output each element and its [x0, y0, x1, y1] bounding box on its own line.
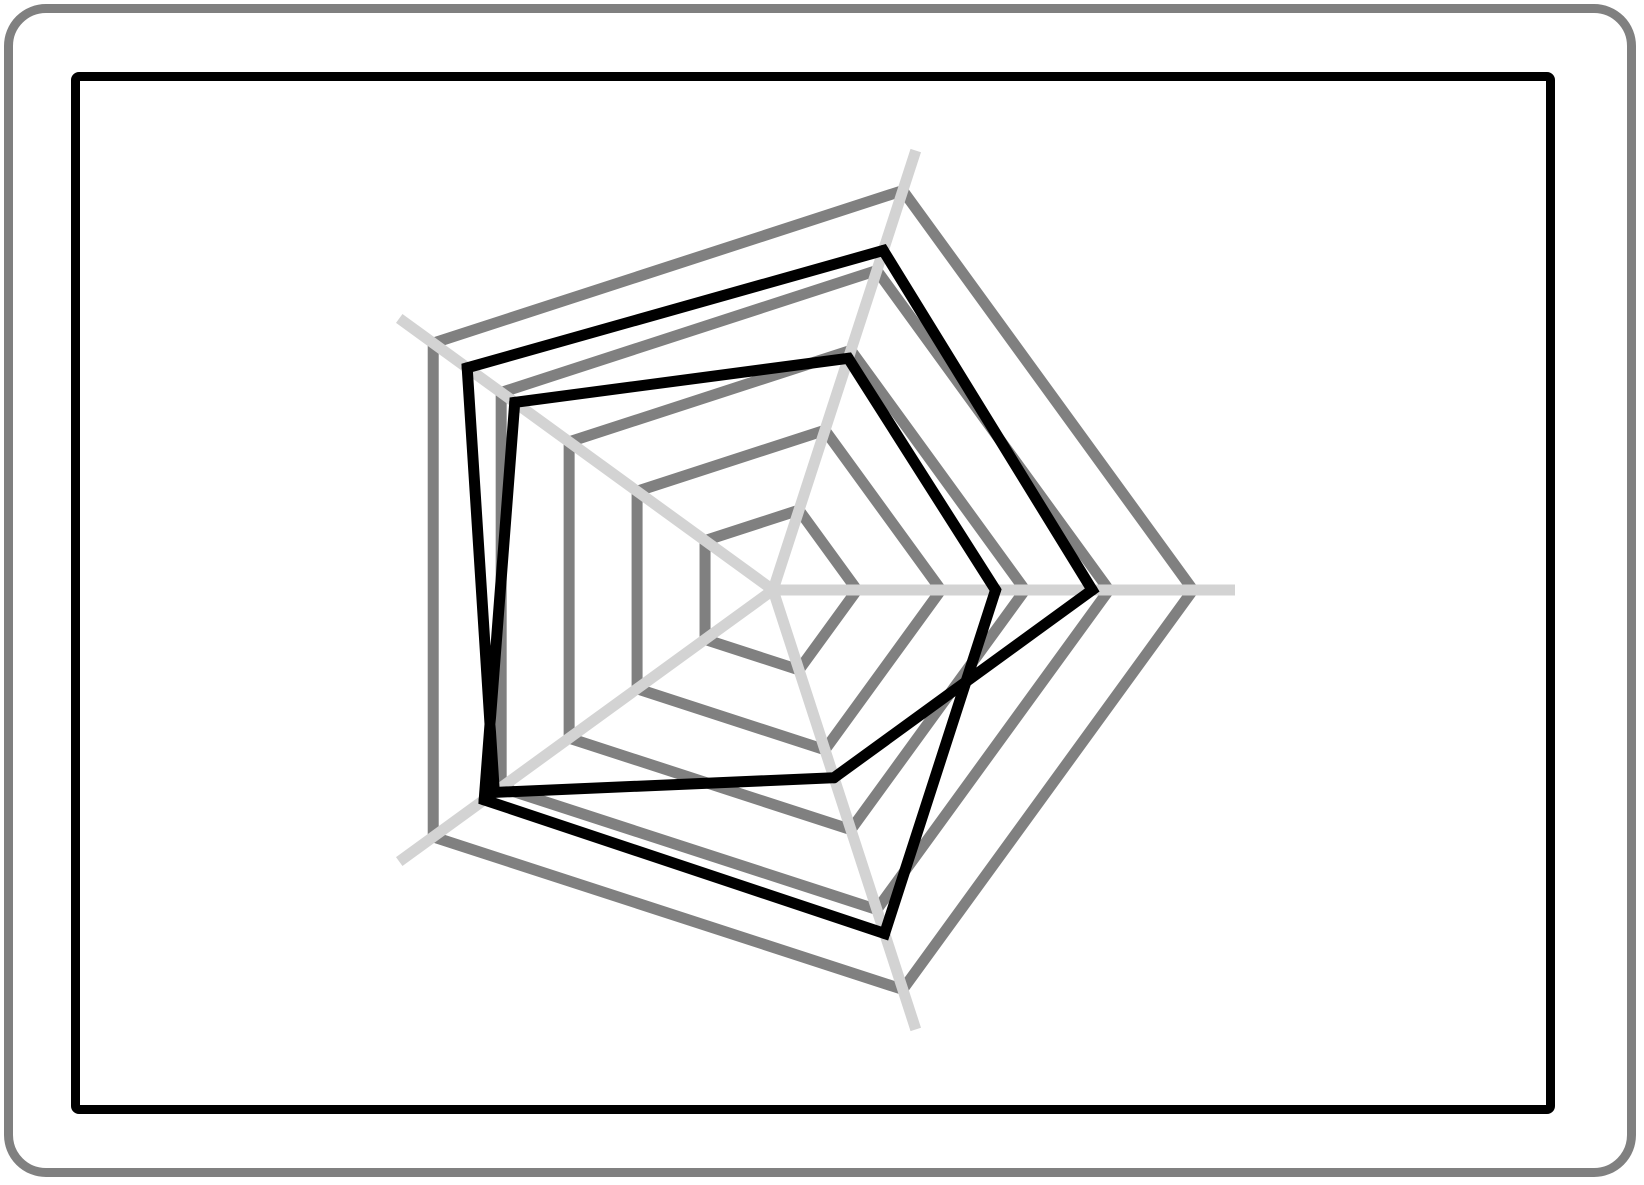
- series-1-line: [461, 244, 1100, 799]
- grid-ring-2: [631, 424, 947, 756]
- series-2-point-3: [509, 396, 521, 408]
- axis-spoke-5: [767, 588, 921, 1032]
- axis-spoke-2: [767, 148, 921, 592]
- grid-ring-3: [563, 344, 1031, 836]
- grid-ring-1: [699, 504, 863, 676]
- series-1-point-5: [828, 772, 840, 784]
- series-1-point-2: [877, 244, 889, 256]
- axes-layer: [396, 148, 1235, 1032]
- series-1-point-3: [461, 362, 473, 374]
- series-2-point-1: [990, 584, 1002, 596]
- series-layer: [461, 244, 1100, 941]
- series-2-line: [478, 352, 1002, 941]
- axis-spoke-4: [396, 585, 777, 867]
- series-2-point-4: [478, 794, 490, 806]
- grid-ring-5: [427, 185, 1199, 995]
- series-2-point-5: [879, 928, 891, 940]
- series-1-point-4: [488, 786, 500, 798]
- series-1-point-1: [1086, 584, 1098, 596]
- series-2-point-2: [842, 352, 854, 364]
